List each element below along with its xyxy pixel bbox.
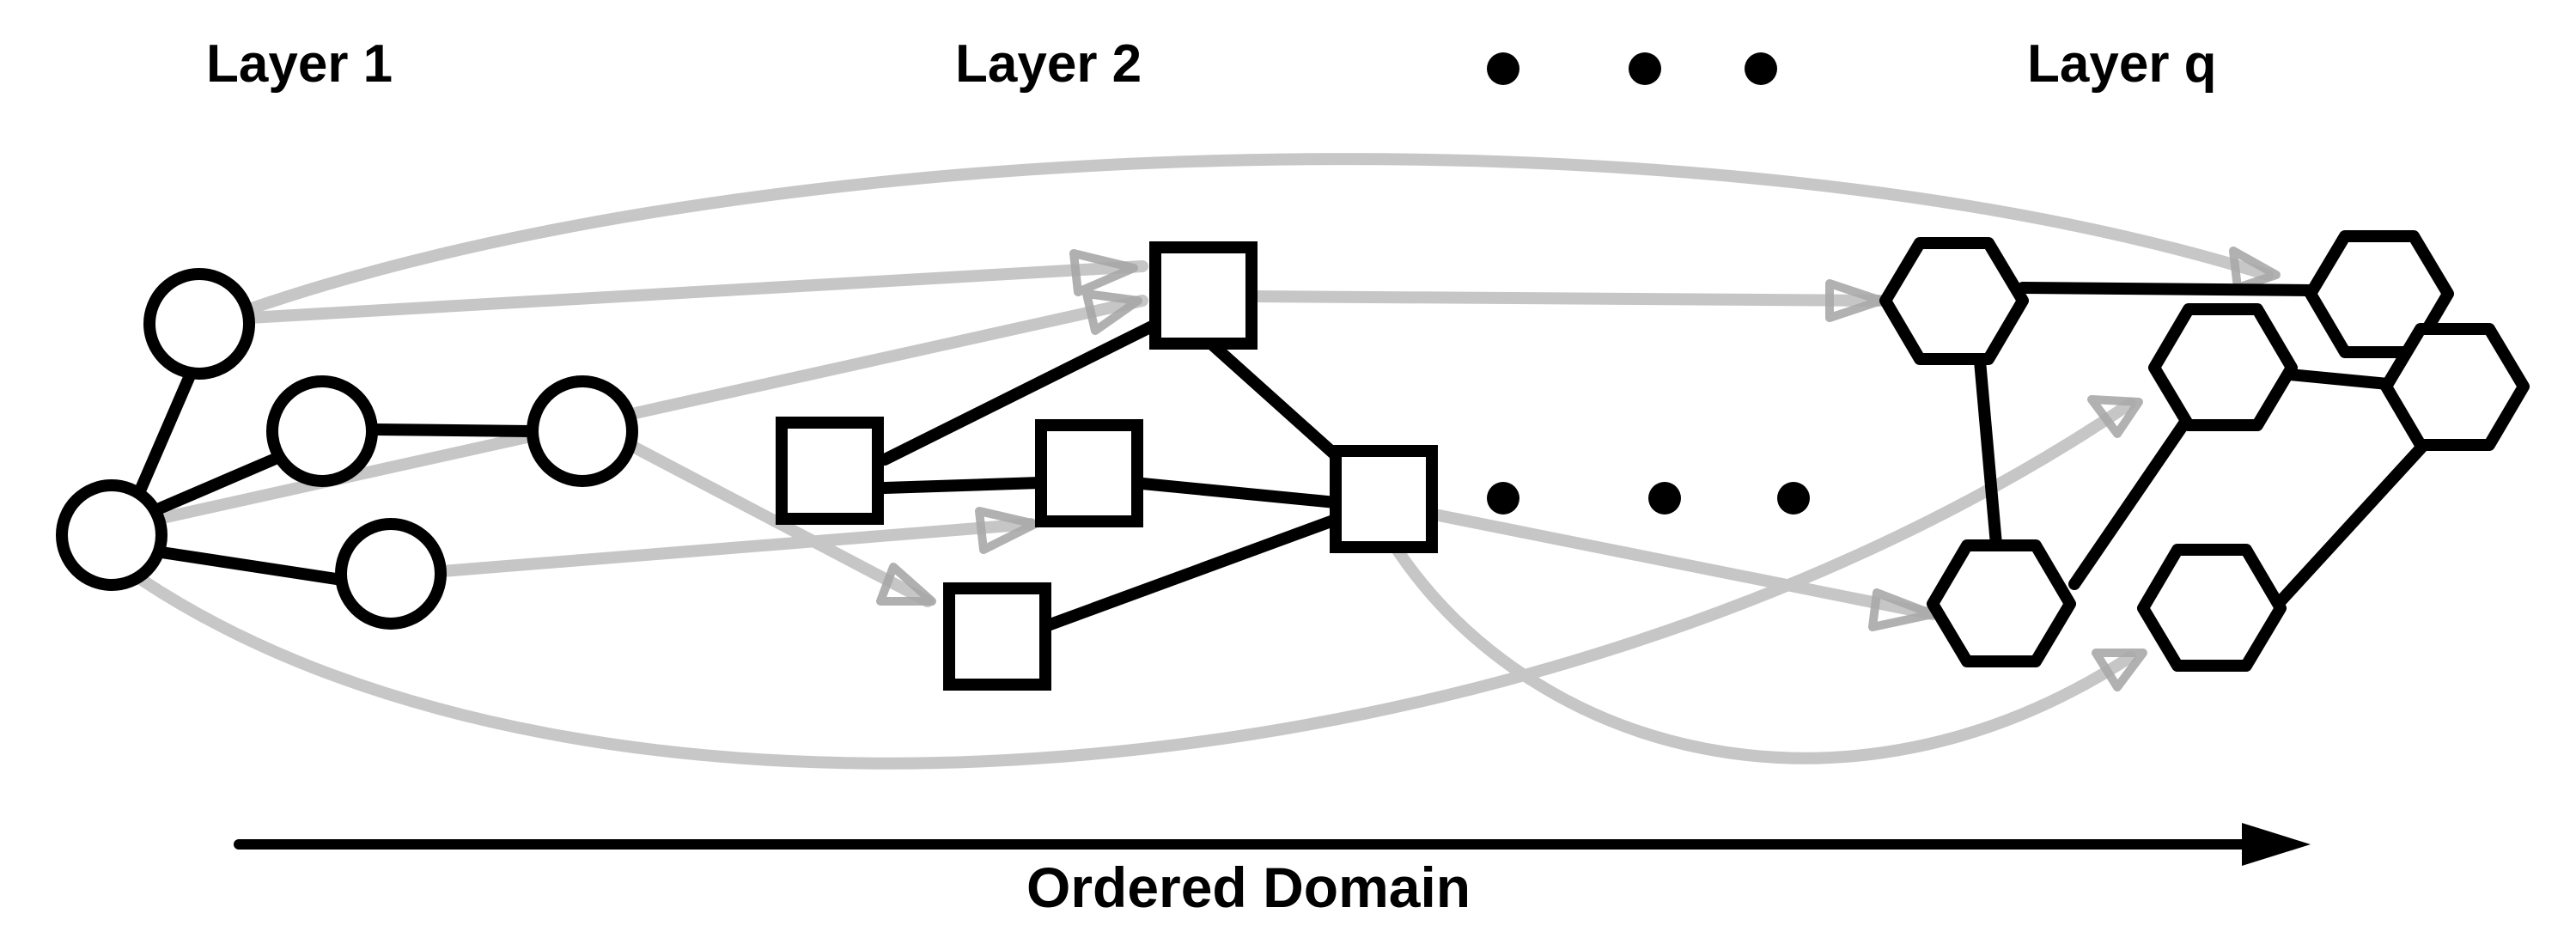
inter-edge: [1248, 290, 1887, 307]
axis-arrowhead: [2242, 823, 2311, 866]
inter-edge: [136, 398, 2136, 770]
layer-1-label: Layer 1: [206, 34, 393, 94]
edge-l1: [130, 368, 197, 507]
ellipsis-dot: [1745, 52, 1777, 85]
edge-l1: [155, 546, 348, 586]
intra-layer-edges: [130, 282, 2428, 631]
edge-l2: [1136, 478, 1342, 509]
hexagon-node: [2305, 230, 2454, 358]
hexagon-node: [1879, 237, 2029, 365]
inter-edge: [243, 153, 2274, 315]
circle-node: [266, 375, 378, 487]
arrowhead: [2229, 247, 2281, 292]
ordered-domain-axis: [234, 823, 2311, 866]
inter-edge: [578, 415, 934, 607]
edge-lq: [2017, 282, 2317, 296]
ellipsis-dot: [1777, 482, 1810, 515]
square-node: [943, 582, 1051, 691]
arrowhead: [1082, 289, 1142, 335]
hexagon-node: [2137, 544, 2287, 672]
square-node: [776, 417, 884, 525]
arrowhead: [1825, 279, 1885, 322]
square-node: [1330, 445, 1438, 553]
ellipsis-dot: [1487, 482, 1519, 515]
layer2-nodes: [776, 241, 1438, 691]
layer1-nodes: [56, 268, 638, 630]
edge-lq: [2068, 415, 2192, 590]
inter-edge: [243, 260, 1148, 324]
arrowhead: [1868, 588, 1937, 631]
edge-lq: [1974, 355, 2003, 560]
ellipsis-middle: [1487, 482, 1810, 515]
arrowhead: [975, 507, 1039, 554]
arrowhead: [876, 563, 936, 606]
circle-node: [527, 375, 638, 487]
ellipsis-dot: [1648, 482, 1681, 515]
square-node: [1035, 419, 1143, 527]
ordered-domain-label: Ordered Domain: [1026, 856, 1471, 919]
arrowhead: [1069, 249, 1138, 296]
edge-l1: [368, 423, 537, 437]
edge-lq: [2275, 441, 2428, 607]
circle-node: [335, 518, 447, 630]
ellipsis-dot: [1487, 52, 1519, 85]
edge-l2: [879, 319, 1161, 466]
inter-edge: [1433, 509, 1939, 620]
hexagon-node: [2148, 303, 2298, 431]
arrowhead: [2092, 649, 2147, 691]
edge-l2: [1042, 514, 1342, 631]
circle-node: [56, 479, 167, 591]
circle-node: [143, 268, 255, 380]
ellipsis-dot: [1629, 52, 1661, 85]
layer-q-label: Layer q: [2027, 34, 2217, 94]
layerq-nodes: [1879, 230, 2530, 672]
arrowhead: [2087, 395, 2143, 438]
square-node: [1149, 241, 1258, 350]
hexagon-node: [2380, 323, 2530, 451]
edge-lq: [2275, 368, 2394, 390]
ellipsis-top: [1487, 52, 1777, 85]
edge-l2: [879, 477, 1045, 494]
edge-l1: [131, 449, 289, 524]
inter-edge: [1385, 535, 2136, 764]
inter-edge: [436, 518, 1037, 577]
edge-l2: [1205, 338, 1342, 461]
layer-2-label: Layer 2: [955, 34, 1142, 94]
inter-layer-arrowheads: [876, 247, 2281, 691]
hexagon-node: [1927, 539, 2076, 667]
